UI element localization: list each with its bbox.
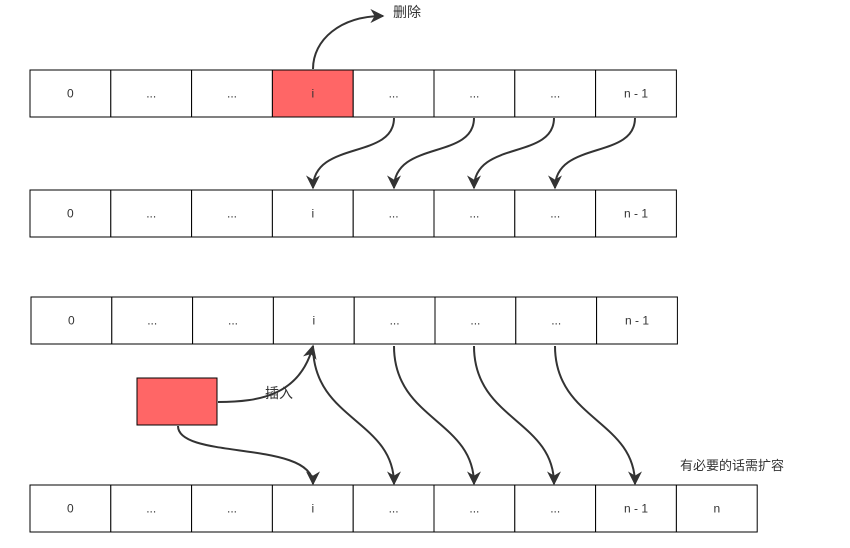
array-cell-label: i <box>311 502 314 516</box>
array-cell <box>596 296 678 345</box>
array-cell-label: ... <box>550 87 560 101</box>
array-rows: 0...... i......... n - 1 0...... i......... n… <box>29 69 758 533</box>
array-cell-label: ... <box>227 87 237 101</box>
array-cell-label: ... <box>390 314 400 328</box>
shift-left-arrow <box>306 117 395 190</box>
array-cell-label: 0 <box>67 207 74 221</box>
insert-before-row: 0...... i......... n - 1 <box>30 296 678 345</box>
array-cell <box>191 69 273 118</box>
array-cell <box>595 189 677 238</box>
array-cell-label: ... <box>469 87 479 101</box>
array-cell <box>353 296 436 345</box>
array-cell <box>595 69 677 118</box>
shift-left-arrow <box>548 117 636 190</box>
shift-right-arrow <box>554 345 642 486</box>
expand-label: 有必要的话需扩容 <box>680 458 784 473</box>
array-cell-label: ... <box>228 314 238 328</box>
array-cell <box>271 484 354 533</box>
array-cell-label: ... <box>550 502 560 516</box>
array-cell <box>30 296 113 345</box>
array-cell-label: ... <box>469 502 479 516</box>
insert-arrow <box>217 344 317 403</box>
array-cell-label: 0 <box>67 87 74 101</box>
array-cell-label: ... <box>469 207 479 221</box>
array-cell-label: ... <box>389 87 399 101</box>
delete-before-row: 0...... i......... n - 1 <box>29 69 677 118</box>
shift-left-arrow <box>387 117 475 190</box>
insert-after-row: 0...... i......... n - 1 n <box>29 484 758 533</box>
array-cell-label: ... <box>146 207 156 221</box>
array-cell-label: n - 1 <box>625 314 649 328</box>
array-cell-label: ... <box>470 314 480 328</box>
shift-right-arrow <box>393 345 481 486</box>
array-cell-label: ... <box>389 207 399 221</box>
array-cell-label: ... <box>147 314 157 328</box>
array-cell-label: n <box>713 502 720 516</box>
array-cell-label: ... <box>227 502 237 516</box>
array-cell <box>352 69 435 118</box>
array-cell-label: ... <box>551 314 561 328</box>
array-cell <box>352 189 435 238</box>
array-cell <box>675 484 758 533</box>
array-cell <box>29 189 112 238</box>
insert-label: 插入 <box>265 385 293 401</box>
array-cell-label: i <box>311 207 314 221</box>
insert-target-arrow <box>177 425 320 486</box>
array-cell-label: 0 <box>68 314 75 328</box>
array-cell-label: n - 1 <box>624 207 648 221</box>
array-cell <box>271 189 354 238</box>
array-cell <box>433 189 516 238</box>
array-cell-label: i <box>312 314 315 328</box>
array-cell-label: ... <box>227 207 237 221</box>
shift-right-arrow <box>473 345 561 486</box>
array-cell-label: ... <box>389 502 399 516</box>
array-cell-label: i <box>311 87 314 101</box>
array-cell <box>111 296 194 345</box>
array-cell <box>433 69 516 118</box>
array-cell <box>110 69 193 118</box>
array-cell-label: ... <box>550 207 560 221</box>
shift-left-arrow <box>467 117 555 190</box>
array-cell <box>352 484 435 533</box>
array-cell-label: ... <box>146 502 156 516</box>
array-cell <box>515 296 598 345</box>
array-cell <box>29 69 112 118</box>
shift-right-arrow <box>312 345 401 486</box>
array-cell <box>29 484 112 533</box>
delete-arrow <box>312 9 385 70</box>
array-cell <box>191 484 273 533</box>
array-cell <box>514 69 597 118</box>
array-cell <box>192 296 274 345</box>
array-cell <box>434 296 517 345</box>
array-cell-label: n - 1 <box>624 502 648 516</box>
array-cell <box>272 296 355 345</box>
delete-label: 删除 <box>393 4 421 20</box>
array-cell <box>110 189 193 238</box>
array-cell-label: ... <box>146 87 156 101</box>
array-cell-label: 0 <box>67 502 74 516</box>
array-cell-label: n - 1 <box>624 87 648 101</box>
insert-element-box <box>136 377 218 426</box>
delete-after-row: 0...... i......... n - 1 <box>29 189 677 238</box>
